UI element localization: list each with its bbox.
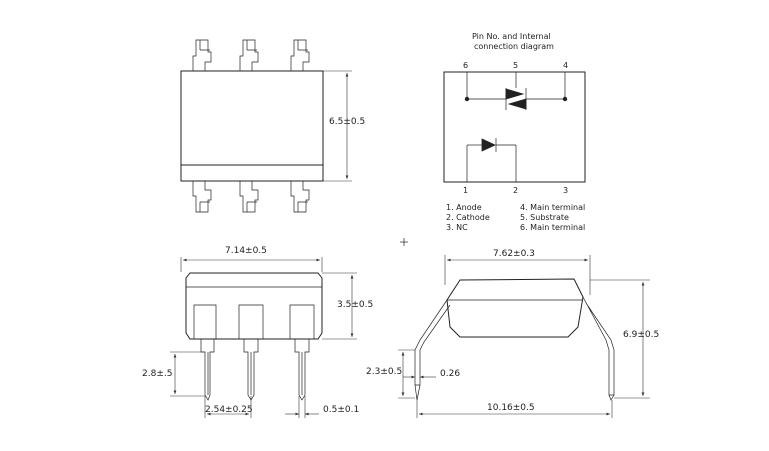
schematic: Pin No. and Internal connection diagram … — [443, 32, 586, 232]
dim-side-seat: 2.3±0.5 — [366, 367, 402, 377]
pin-label-4: 4 — [563, 61, 568, 70]
pin-label-2: 2 — [513, 186, 518, 195]
dim-side-total-height: 6.9±0.5 — [623, 330, 659, 340]
dim-side-width: 7.62±0.3 — [493, 249, 535, 259]
dim-lead-width: 0.5±0.1 — [323, 405, 359, 415]
front-view: 7.14±0.5 3.5±0.5 2.8±.5 2.54±0.25 — [142, 246, 373, 418]
front-view-leads — [193, 304, 315, 401]
dim-top-height: 6.5±0.5 — [329, 117, 365, 127]
schematic-title-line2: connection diagram — [474, 42, 554, 51]
dim-front-body-height: 3.5±0.5 — [337, 300, 373, 310]
dim-front-width: 7.14±0.5 — [225, 246, 267, 256]
pin-label-5: 5 — [513, 61, 518, 70]
dim-row-spacing: 10.16±0.5 — [487, 403, 535, 413]
dim-front-lead-length: 2.8±.5 — [142, 369, 172, 379]
center-mark — [400, 238, 408, 246]
dim-lead-thickness: 0.26 — [440, 369, 460, 379]
top-view: 6.5±0.5 — [180, 39, 365, 213]
side-view: 7.62±0.3 6.9±0.5 2.3±0.5 0.26 10.16±0.5 — [366, 249, 659, 418]
pin-label-1: 1 — [463, 186, 468, 195]
dim-pin-pitch: 2.54±0.25 — [205, 405, 253, 415]
front-view-body — [185, 272, 323, 340]
side-view-body — [446, 278, 584, 338]
schematic-title-line1: Pin No. and Internal — [472, 32, 551, 41]
led-symbol — [466, 138, 517, 182]
legend-item-6: 6. Main terminal — [520, 223, 585, 232]
legend-item-4: 4. Main terminal — [520, 203, 585, 212]
triac-symbol — [464, 72, 568, 110]
pin-label-3: 3 — [563, 186, 568, 195]
legend-item-1: 1. Anode — [446, 203, 482, 212]
schematic-frame — [443, 71, 586, 183]
legend-item-3: 3. NC — [446, 223, 468, 232]
top-view-lower-pins — [192, 181, 310, 213]
top-view-upper-pins — [192, 39, 310, 71]
pin-label-6: 6 — [463, 61, 468, 70]
pin-legend: 1. Anode 2. Cathode 3. NC 4. Main termin… — [446, 203, 585, 232]
legend-item-5: 5. Substrate — [520, 213, 569, 222]
legend-item-2: 2. Cathode — [446, 213, 490, 222]
